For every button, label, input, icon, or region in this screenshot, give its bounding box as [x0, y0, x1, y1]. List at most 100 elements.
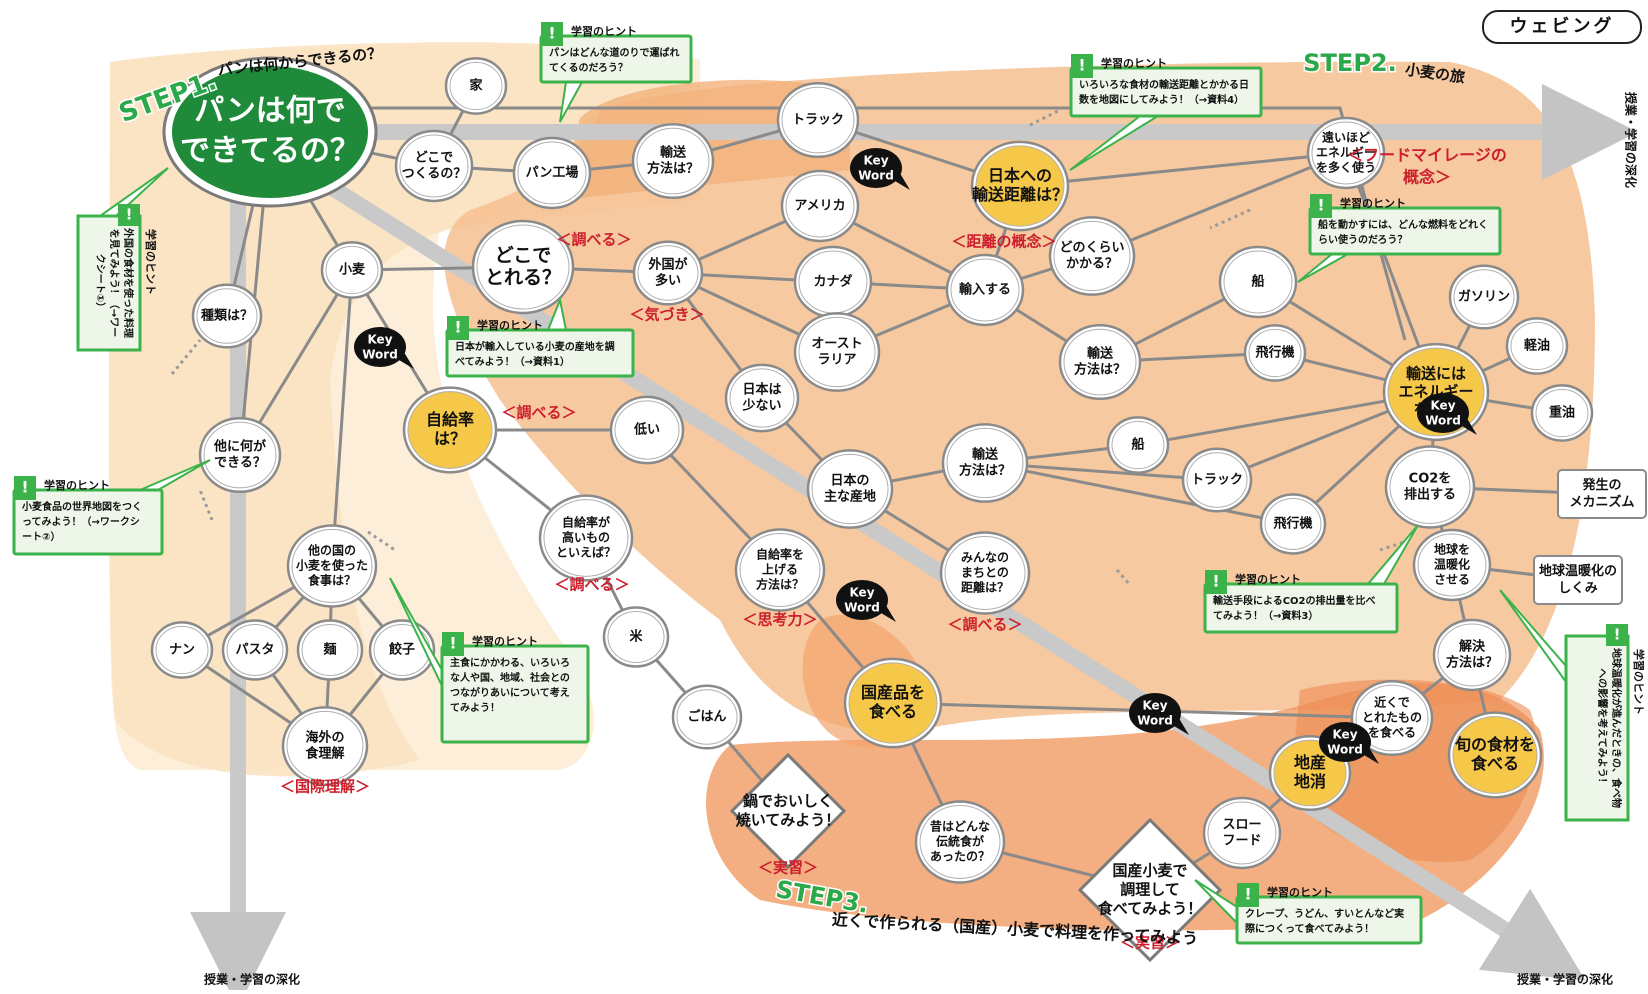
edge — [330, 106, 1407, 341]
hint-box — [12, 488, 164, 556]
node-keiyu: 軽油 — [1505, 317, 1569, 375]
label: 遠いほど — [1322, 130, 1370, 145]
label: とれたもの — [1362, 711, 1422, 725]
label: 方法は？ — [1446, 655, 1498, 671]
tag-jisshu: ＜実習＞ — [758, 859, 818, 877]
hint-text: な人や国、地域、社会との — [450, 671, 570, 684]
step1-zone-inner — [110, 45, 700, 770]
node-kome: 米 — [602, 606, 670, 668]
label: アメリカ — [794, 199, 845, 214]
node-ie: 家 — [444, 57, 508, 115]
label: 鍋でおいしく — [743, 792, 833, 810]
keyword-badge-line2: Word — [1137, 714, 1173, 728]
tag-shiraberu: ＜調べる＞ — [554, 576, 629, 594]
label: 高いもの — [562, 530, 610, 545]
label: 国産品を — [861, 683, 925, 702]
node-fill — [449, 61, 503, 111]
label: まちとの — [961, 566, 1009, 580]
label: 食べてみよう！ — [1098, 900, 1202, 918]
keyword-badge-tail — [1457, 415, 1477, 435]
hint-badge-mark: ! — [21, 478, 28, 497]
label: できる？ — [214, 456, 266, 471]
dotted-link — [1209, 208, 1251, 230]
label: 自給率を — [756, 547, 804, 562]
node-juyu: 重油 — [1530, 384, 1594, 442]
node-fill — [1389, 450, 1471, 524]
node-yunyu: 輸入する — [945, 253, 1025, 327]
label: しくみ — [1558, 581, 1598, 596]
hint-badge-mark: ! — [548, 24, 555, 43]
hint-badge — [447, 316, 469, 340]
rect-node — [1557, 469, 1647, 519]
label: 飛行機 — [1254, 345, 1294, 361]
label: ナン — [169, 643, 195, 658]
keyword-badge-shape — [1319, 722, 1371, 762]
node-fill — [607, 611, 665, 663]
label: 種類は？ — [201, 308, 253, 324]
label: 飛行機 — [1272, 516, 1312, 532]
label: 多い — [655, 273, 681, 289]
label: どのくらい — [1059, 241, 1124, 256]
label: パスタ — [235, 643, 274, 658]
label: 餃子 — [389, 642, 415, 658]
dotted-link — [198, 489, 214, 521]
edge-komugi-tanokuni — [330, 269, 354, 567]
hint-text: 地球温暖化が進んだときの、食べ物 — [1610, 648, 1623, 808]
label: 輸送距離は？ — [972, 185, 1068, 204]
hint-badge — [541, 22, 563, 46]
edge-yuso3-hikoki2 — [984, 461, 1294, 526]
keyword-badge-line2: Word — [858, 169, 894, 183]
hint-badge-mark: ! — [454, 318, 461, 337]
hint-badge-mark: ! — [1212, 572, 1219, 591]
node-fill — [1223, 250, 1293, 314]
label: 輸送 — [1087, 346, 1114, 362]
node-fill — [301, 624, 359, 676]
hint-text: を見てみよう！（→ワー — [108, 229, 121, 337]
label: トラック — [1191, 473, 1243, 488]
node-fune2: 船 — [1106, 416, 1170, 474]
label: を多く使う — [1316, 160, 1376, 175]
hint-text: 主食にかかわる、いろいろ — [450, 656, 570, 669]
label: 少ない — [741, 398, 781, 414]
keyword-badge-shape — [850, 148, 902, 188]
tag-shiraberu: ＜調べる＞ — [501, 404, 576, 422]
label: エネルギー — [1316, 145, 1376, 160]
node-fill — [729, 368, 795, 428]
label: メカニズム — [1569, 494, 1634, 510]
node-fill — [676, 689, 738, 745]
hint-text: ート②） — [22, 530, 60, 543]
node-fill — [325, 245, 379, 295]
label: 方法は？ — [756, 577, 804, 592]
node-hikui: 低い — [609, 395, 685, 465]
node-america: アメリカ — [780, 169, 860, 243]
label: 調理して — [1120, 881, 1180, 899]
label: 小麦を使った — [296, 558, 368, 573]
label: とれる？ — [485, 267, 561, 289]
label: 輸送 — [660, 145, 687, 161]
keyword-badge-line2: Word — [362, 348, 398, 362]
step2-zone — [444, 61, 1596, 732]
label: スロー — [1222, 818, 1261, 833]
main-node-fill — [172, 66, 368, 198]
label: 輸入する — [959, 282, 1011, 298]
node-fill — [950, 258, 1020, 322]
label: ラリア — [817, 353, 856, 368]
label: フード — [1222, 834, 1261, 849]
node-hikoki1: 飛行機 — [1243, 324, 1307, 382]
node-fill — [946, 427, 1024, 499]
node-fill — [636, 127, 710, 195]
